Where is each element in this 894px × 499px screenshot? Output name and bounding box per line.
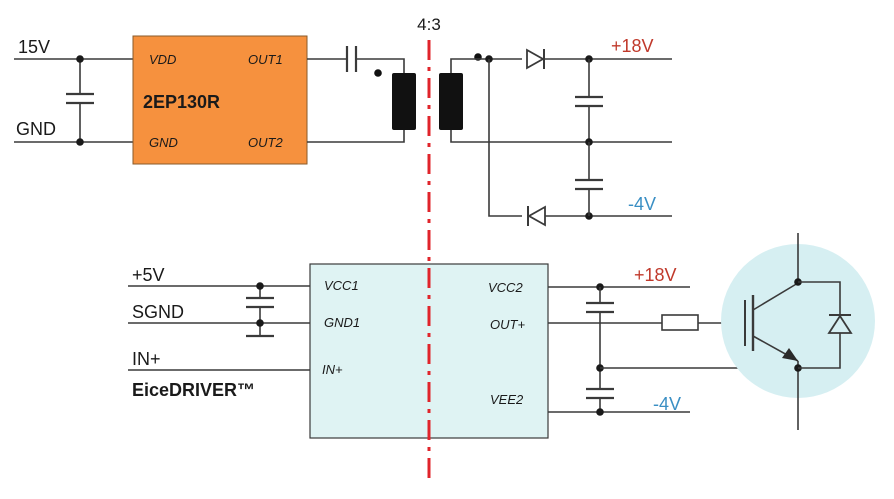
secondary-top-wire xyxy=(450,58,522,73)
top-negative-rail-label: -4V xyxy=(628,194,656,214)
pin-vee2-label: VEE2 xyxy=(490,392,524,407)
pin-gnd-label: GND xyxy=(149,135,178,150)
junction-dot xyxy=(76,55,84,63)
output-capacitor-icon xyxy=(575,59,603,142)
top-positive-rail-label: +18V xyxy=(611,36,654,56)
input-capacitor-icon xyxy=(66,59,94,142)
out2-wire xyxy=(307,129,405,143)
sgnd-label: SGND xyxy=(132,302,184,322)
junction-dot xyxy=(76,138,84,146)
driver-brand-label: EiceDRIVER™ xyxy=(132,380,255,400)
output-capacitor-icon xyxy=(575,142,603,216)
pin-vcc1-label: VCC1 xyxy=(324,278,359,293)
input-side-capacitor-icon xyxy=(246,286,274,338)
bootstrap-capacitor-icon xyxy=(586,287,614,412)
bottom-positive-rail-label: +18V xyxy=(634,265,677,285)
input-gnd-label: GND xyxy=(16,119,56,139)
igbt-icon xyxy=(744,233,799,430)
pin-gnd1-label: GND1 xyxy=(324,315,360,330)
transformer-icon xyxy=(374,53,482,130)
pin-out-label: OUT+ xyxy=(490,317,525,332)
transformer-ratio-label: 4:3 xyxy=(417,15,441,34)
isolated-dcdc-chip xyxy=(132,35,308,165)
secondary-bottom-wire xyxy=(450,130,672,143)
pin-out1-label: OUT1 xyxy=(248,52,283,67)
pin-vdd-label: VDD xyxy=(149,52,176,67)
primary-top-wire xyxy=(356,58,405,73)
in-plus-label: IN+ xyxy=(132,349,161,369)
junction-dot xyxy=(256,319,264,327)
diode-icon xyxy=(526,48,545,70)
coupling-capacitor-icon xyxy=(345,46,358,72)
bottom-negative-rail-label: -4V xyxy=(653,394,681,414)
pin-in-label: IN+ xyxy=(322,362,343,377)
input-voltage-label: 15V xyxy=(18,37,50,57)
supply-5v-label: +5V xyxy=(132,265,165,285)
chip-name-label: 2EP130R xyxy=(143,92,220,112)
freewheel-diode-icon xyxy=(798,281,853,369)
gate-resistor-icon xyxy=(661,314,699,331)
pin-out2-label: OUT2 xyxy=(248,135,283,150)
junction-dot xyxy=(256,282,264,290)
pin-vcc2-label: VCC2 xyxy=(488,280,523,295)
junction-dot xyxy=(596,408,604,416)
negative-rail-branch xyxy=(488,59,522,217)
diode-icon xyxy=(527,205,546,227)
